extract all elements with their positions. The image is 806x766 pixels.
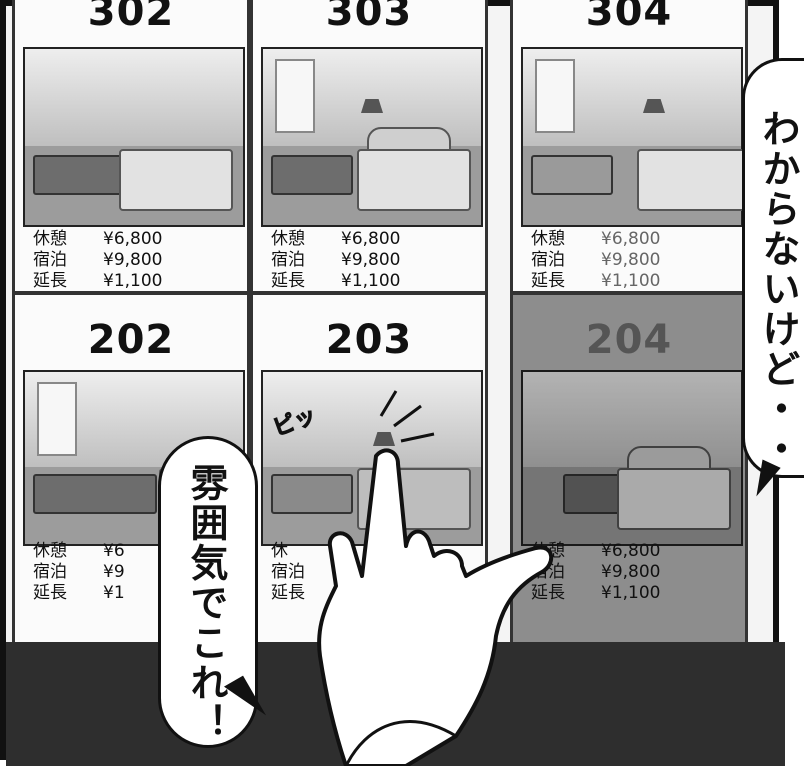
room-number: 203 <box>325 317 413 363</box>
room-photo <box>23 47 245 227</box>
rest-price: ¥6,800 <box>341 229 401 249</box>
impact-lines-icon <box>379 390 435 443</box>
room-card-303[interactable]: 303 休憩 ¥6,800 宿泊 ¥9,800 延長 ¥1,100 <box>250 0 488 294</box>
stay-price: ¥9,800 <box>103 250 163 270</box>
room-number: 302 <box>87 0 175 35</box>
extension-price: ¥1,100 <box>341 271 401 291</box>
stay-label: 宿泊 <box>271 250 305 270</box>
rest-price: ¥6,800 <box>103 229 163 249</box>
speech-bubble-right: わからないけど・・ <box>742 58 804 478</box>
rest-label: 休憩 <box>33 541 67 561</box>
room-card-204[interactable]: 204 休憩¥6,800 宿泊¥9,800 延長¥1,100 <box>510 292 748 652</box>
speech-bubble-left: 雰囲気でこれ！ <box>158 436 258 748</box>
room-card-302[interactable]: 302 休憩 ¥6,800 宿泊 ¥9,800 延長 ¥1,100 <box>12 0 250 294</box>
rest-price: ¥6,800 <box>601 541 661 561</box>
room-number: 204 <box>585 317 673 363</box>
stay-price: ¥9,800 <box>601 250 661 270</box>
room-number: 303 <box>325 0 413 35</box>
extension-label: 延長 <box>33 271 67 291</box>
room-photo <box>521 47 751 227</box>
extension-price: ¥1,100 <box>601 271 661 291</box>
room-board: 302 休憩 ¥6,800 宿泊 ¥9,800 延長 ¥1,100 303 休憩 ¥6 <box>6 0 785 652</box>
stay-label: 宿泊 <box>271 562 305 582</box>
stay-price: ¥9 <box>103 562 125 582</box>
speech-text-right: わからないけど・・ <box>756 109 800 469</box>
extension-label: 延長 <box>271 583 305 603</box>
room-number: 304 <box>585 0 673 35</box>
rest-price: ¥6 <box>103 541 125 561</box>
stay-price: ¥9,800 <box>341 250 401 270</box>
extension-label: 延長 <box>531 271 565 291</box>
extension-label: 延長 <box>531 583 565 603</box>
room-card-304[interactable]: 304 休憩 ¥6,800 宿泊 ¥9,800 延長 ¥1,100 <box>510 0 751 294</box>
pointing-hand-icon <box>317 448 553 766</box>
stay-label: 宿泊 <box>531 250 565 270</box>
stay-label: 宿泊 <box>33 562 67 582</box>
room-photo <box>23 370 245 546</box>
extension-label: 延長 <box>271 271 305 291</box>
price-list: 休憩 ¥6,800 宿泊 ¥9,800 延長 ¥1,100 <box>271 229 441 292</box>
rest-label: 休 <box>271 541 288 561</box>
extension-label: 延長 <box>33 583 67 603</box>
room-number: 202 <box>87 317 175 363</box>
speech-text-left: 雰囲気でこれ！ <box>184 463 228 743</box>
price-list: 休 宿泊 延長 <box>271 541 441 604</box>
price-list: 休憩 ¥6,800 宿泊 ¥9,800 延長 ¥1,100 <box>33 229 203 292</box>
rest-label: 休憩 <box>33 229 67 249</box>
extension-price: ¥1,100 <box>103 271 163 291</box>
rest-label: 休憩 <box>531 229 565 249</box>
rest-label: 休憩 <box>271 229 305 249</box>
stay-price: ¥9,800 <box>601 562 661 582</box>
price-list: 休憩 ¥6 宿泊 ¥9 延長 ¥1 <box>33 541 203 604</box>
stay-label: 宿泊 <box>33 250 67 270</box>
room-photo <box>521 370 743 546</box>
rest-price: ¥6,800 <box>601 229 661 249</box>
price-list: 休憩 ¥6,800 宿泊 ¥9,800 延長 ¥1,100 <box>531 229 701 292</box>
extension-price: ¥1 <box>103 583 125 603</box>
extension-price: ¥1,100 <box>601 583 661 603</box>
room-photo <box>261 47 483 227</box>
